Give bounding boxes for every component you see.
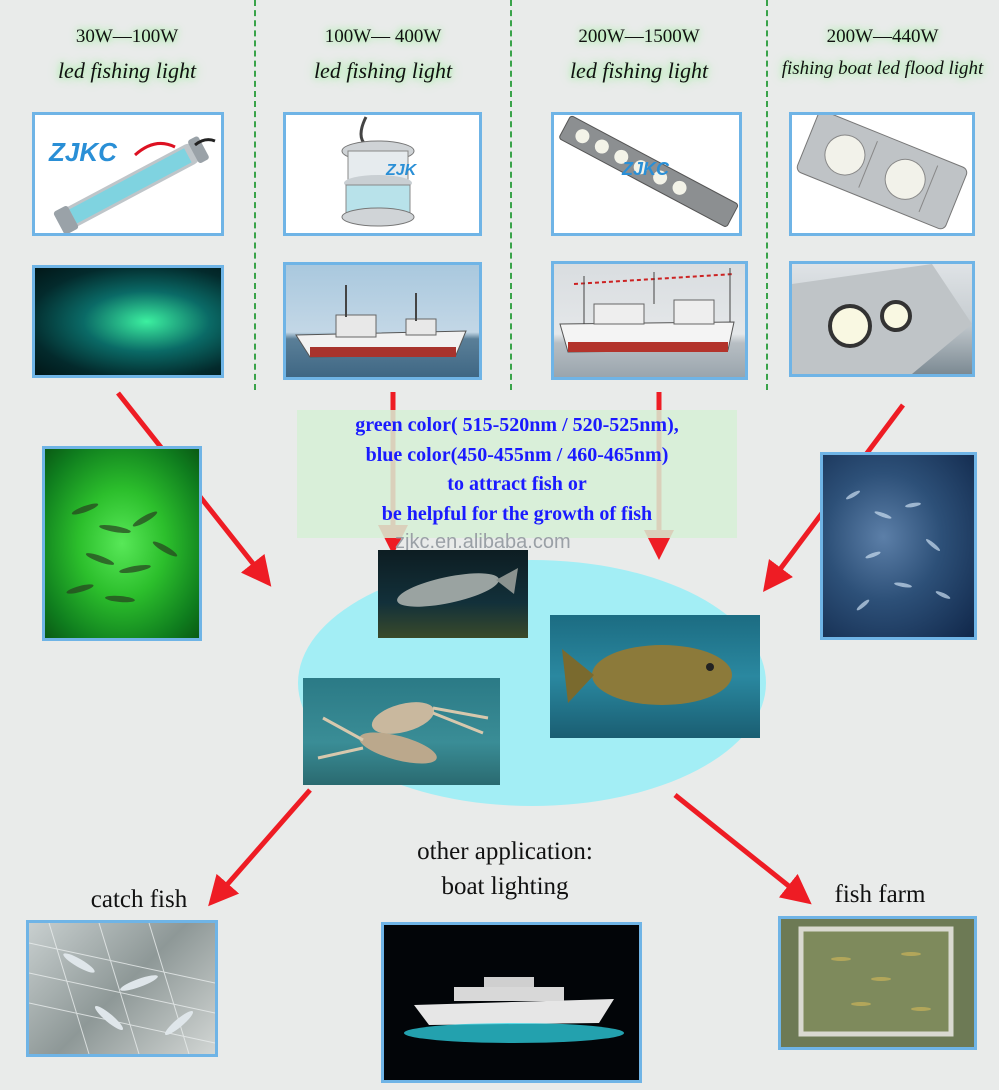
product-image-underwater-light: ZJK	[283, 112, 482, 236]
watermark: zjkc.en.alibaba.com	[395, 531, 571, 553]
column-title: led fishing light	[569, 58, 709, 83]
brand-logo: ZJKC	[48, 137, 118, 167]
caption-catch-fish: catch fish	[90, 886, 188, 913]
caption-fish-farm: fish farm	[834, 881, 926, 908]
column-divider	[510, 0, 512, 390]
column-title: led fishing light	[313, 58, 453, 83]
column-power: 200W—440W	[826, 26, 939, 47]
info-box: green color( 515-520nm / 520-525nm), blu…	[297, 410, 737, 538]
photo-fishing-vessel	[283, 262, 482, 380]
info-line: blue color(450-455nm / 460-465nm)	[365, 444, 669, 466]
arrow-line	[208, 788, 312, 907]
column-header-2: 100W— 400W led fishing light	[256, 26, 510, 84]
photo-cod	[550, 615, 760, 738]
column-title: led fishing light	[57, 58, 197, 83]
photo-lit-yacht	[381, 922, 642, 1083]
photo-squid-jigging-boat	[551, 261, 748, 380]
product-image-tube-light: ZJKC	[32, 112, 224, 236]
photo-fish-in-net	[26, 920, 218, 1057]
product-image-flood-light	[789, 112, 975, 236]
column-power: 100W— 400W	[324, 26, 442, 47]
photo-fish-under-blue-light	[820, 452, 977, 640]
photo-squid	[303, 678, 500, 785]
photo-fish-under-green-light	[42, 446, 202, 641]
column-title: fishing boat led flood light	[781, 58, 984, 79]
photo-boat-green-light	[32, 265, 224, 378]
info-line: green color( 515-520nm / 520-525nm),	[355, 414, 679, 436]
photo-salmon	[378, 550, 528, 638]
info-line: to attract fish or	[447, 473, 587, 495]
column-header-1: 30W—100W led fishing light	[0, 26, 254, 84]
column-divider	[766, 0, 768, 390]
photo-fish-farm-cage	[778, 916, 977, 1050]
caption-other-application: other application:	[417, 838, 593, 865]
product-image-linear-light: ZJKC	[551, 112, 742, 236]
column-power: 30W—100W	[75, 26, 179, 47]
column-header-3: 200W—1500W led fishing light	[512, 26, 766, 84]
column-power: 200W—1500W	[578, 26, 700, 47]
caption-boat-lighting: boat lighting	[441, 873, 569, 900]
photo-flood-light-on-boat	[789, 261, 975, 377]
svg-text:ZJKC: ZJKC	[621, 159, 670, 179]
arrow-line	[673, 793, 812, 905]
column-divider	[254, 0, 256, 390]
svg-text:ZJK: ZJK	[385, 162, 418, 179]
column-header-4: 200W—440W fishing boat led flood light	[766, 26, 999, 80]
info-line: be helpful for the growth of fish	[381, 503, 653, 525]
